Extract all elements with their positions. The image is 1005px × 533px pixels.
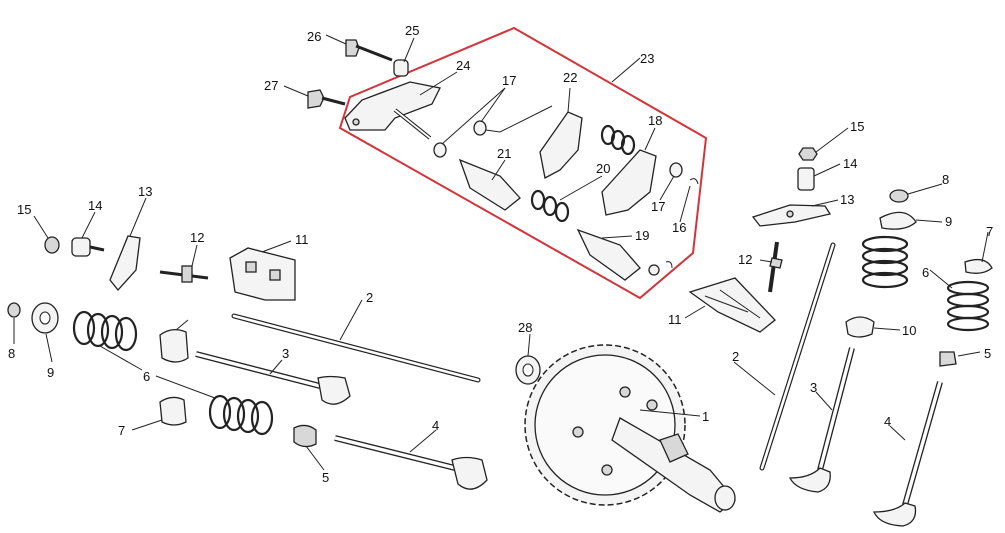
callout-label: 17 — [502, 73, 516, 88]
callout-label: 28 — [518, 320, 532, 335]
callout-label: 25 — [405, 23, 419, 38]
callout-label: 2 — [366, 290, 373, 305]
callout-label: 2 — [732, 349, 739, 364]
callout-label: 13 — [840, 192, 854, 207]
callout-label: 3 — [282, 346, 289, 361]
callout-label: 5 — [322, 470, 329, 485]
callout-label: 15 — [850, 119, 864, 134]
left-valve-assembly — [7, 235, 488, 490]
highlight-outline — [338, 26, 708, 300]
callout-label: 8 — [942, 172, 949, 187]
callout-label: 20 — [596, 161, 610, 176]
right-valve-assembly — [688, 147, 993, 527]
callout-label: 11 — [295, 232, 309, 247]
callout-label: 4 — [884, 414, 891, 429]
rocker-arm-group — [307, 39, 699, 281]
callout-label: 21 — [497, 146, 511, 161]
callout-label: 27 — [264, 78, 278, 93]
callout-label: 10 — [902, 323, 916, 338]
callout-label: 24 — [456, 58, 470, 73]
callout-label: 3 — [810, 380, 817, 395]
callout-label: 12 — [190, 230, 204, 245]
callout-label: 4 — [432, 418, 439, 433]
callout-label: 19 — [635, 228, 649, 243]
callout-label: 7 — [118, 423, 125, 438]
callout-label: 6 — [143, 369, 150, 384]
callout-labels: 26 25 24 27 17 22 23 18 21 20 17 16 19 1… — [8, 23, 993, 485]
callout-label: 18 — [648, 113, 662, 128]
callout-label: 16 — [672, 220, 686, 235]
leader-lines — [13, 34, 989, 471]
callout-label: 7 — [986, 224, 993, 239]
callout-label: 13 — [138, 184, 152, 199]
callout-label: 17 — [651, 199, 665, 214]
callout-label: 26 — [307, 29, 321, 44]
callout-label: 11 — [668, 312, 682, 327]
callout-label: 12 — [738, 252, 752, 267]
camshaft-gear — [515, 344, 736, 513]
callout-label: 9 — [47, 365, 54, 380]
callout-label: 22 — [563, 70, 577, 85]
callout-label: 1 — [702, 409, 709, 424]
callout-label: 8 — [8, 346, 15, 361]
callout-label: 14 — [88, 198, 102, 213]
callout-label: 9 — [945, 214, 952, 229]
callout-label: 14 — [843, 156, 857, 171]
callout-label: 5 — [984, 346, 991, 361]
callout-label: 23 — [640, 51, 654, 66]
callout-label: 15 — [17, 202, 31, 217]
callout-label: 6 — [922, 265, 929, 280]
